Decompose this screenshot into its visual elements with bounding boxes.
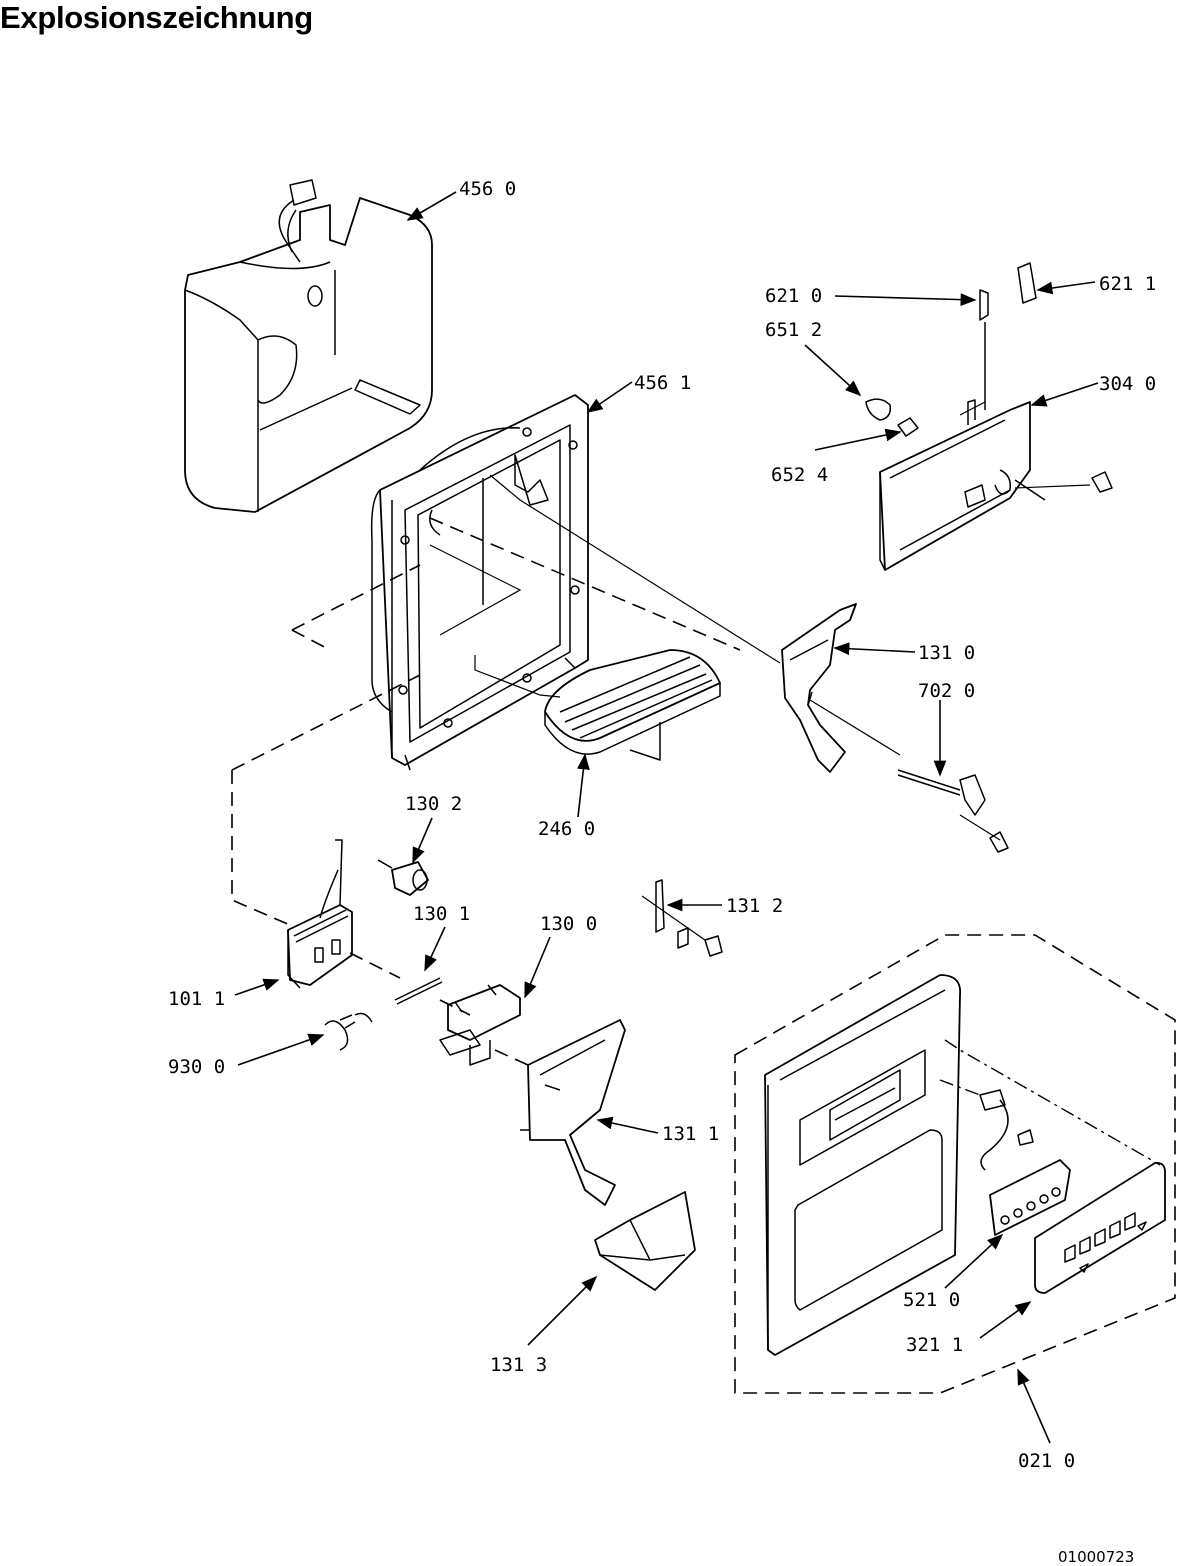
- callout-304-0: 304 0: [1099, 373, 1156, 395]
- part-131-2-clip: [655, 879, 723, 957]
- part-131-0-lever: [781, 603, 857, 773]
- callout-131-1: 131 1: [662, 1123, 719, 1145]
- part-130-2-gear: [377, 859, 429, 896]
- document-number: 01000723: [1058, 1548, 1135, 1566]
- construction-lines: [231, 401, 1161, 1166]
- callout-130-2: 130 2: [405, 793, 462, 815]
- part-304-0-switch-housing: [865, 262, 1113, 571]
- callout-131-3: 131 3: [490, 1354, 547, 1376]
- part-131-3-chute: [594, 1191, 696, 1291]
- callout-246-0: 246 0: [538, 818, 595, 840]
- part-521-0-switch-board: [979, 1089, 1071, 1236]
- part-321-1-label-plate: [1034, 1162, 1166, 1294]
- callout-702-0: 702 0: [918, 680, 975, 702]
- callout-101-1: 101 1: [168, 988, 225, 1010]
- callout-131-0: 131 0: [918, 642, 975, 664]
- leader-lines: [234, 191, 1099, 1444]
- part-246-0-grille: [544, 649, 721, 761]
- callout-131-2: 131 2: [726, 895, 783, 917]
- part-456-0-housing: [184, 179, 433, 513]
- callout-021-0: 021 0: [1018, 1450, 1075, 1472]
- part-456-1-frame: [370, 394, 589, 771]
- callout-621-1: 621 1: [1099, 273, 1156, 295]
- part-101-1-motor: [287, 839, 353, 989]
- callout-456-1: 456 1: [634, 372, 691, 394]
- part-130-0-solenoid: [439, 984, 521, 1066]
- callout-456-0: 456 0: [459, 178, 516, 200]
- callout-521-0: 521 0: [903, 1289, 960, 1311]
- callout-321-1: 321 1: [906, 1334, 963, 1356]
- part-130-1-pin: [394, 977, 443, 1005]
- callout-651-2: 651 2: [765, 319, 822, 341]
- callout-130-1: 130 1: [413, 903, 470, 925]
- page-title: Explosionszeichnung: [0, 0, 313, 35]
- callout-621-0: 621 0: [765, 285, 822, 307]
- callout-930-0: 930 0: [168, 1056, 225, 1078]
- callout-130-0: 130 0: [540, 913, 597, 935]
- part-021-0-front-panel: [764, 974, 962, 1356]
- callout-labels: 456 0 456 1 621 0 621 1 651 2 304 0 652 …: [168, 178, 1156, 1472]
- callout-652-4: 652 4: [771, 464, 828, 486]
- part-930-0-spring: [324, 1012, 373, 1051]
- part-131-1-lever: [520, 1019, 626, 1206]
- part-702-0-rod: [897, 769, 1009, 853]
- assembly-outline-021-0: [734, 934, 1176, 1394]
